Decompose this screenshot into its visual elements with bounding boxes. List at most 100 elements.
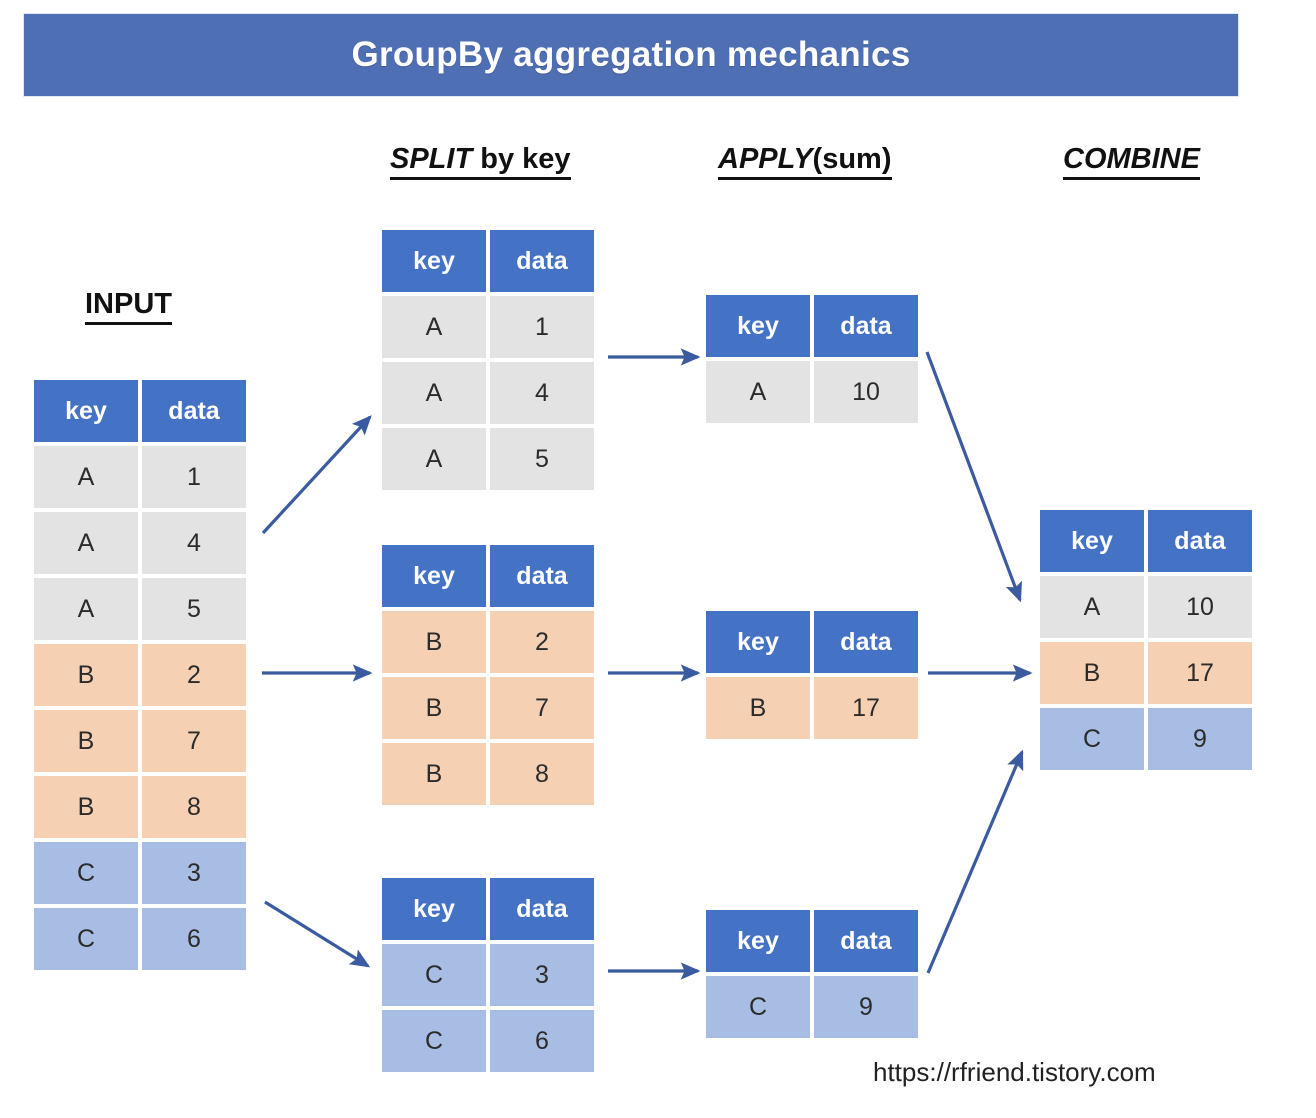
stage-heading-combine: COMBINE bbox=[1063, 143, 1200, 180]
cell-data: 6 bbox=[140, 906, 248, 972]
cell-key: B bbox=[380, 609, 488, 675]
cell-data: 17 bbox=[812, 675, 920, 741]
cell-data: 7 bbox=[140, 708, 248, 774]
title-banner: GroupBy aggregation mechanics bbox=[24, 14, 1238, 96]
cell-data: 6 bbox=[488, 1008, 596, 1074]
cell-key: B bbox=[32, 708, 140, 774]
cell-key: A bbox=[32, 444, 140, 510]
stage-heading-split-rest: by key bbox=[472, 143, 571, 175]
column-header-key: key bbox=[380, 543, 488, 609]
column-header-data: data bbox=[812, 609, 920, 675]
cell-key: B bbox=[1038, 640, 1146, 706]
cell-data: 9 bbox=[1146, 706, 1254, 772]
column-header-key: key bbox=[1038, 508, 1146, 574]
cell-data: 10 bbox=[1146, 574, 1254, 640]
column-header-data: data bbox=[488, 876, 596, 942]
arrow-input-to-split-a bbox=[261, 415, 372, 535]
cell-key: C bbox=[32, 840, 140, 906]
arrow-input-to-split-c bbox=[264, 900, 371, 968]
footer-url: https://rfriend.tistory.com bbox=[873, 1057, 1156, 1087]
column-header-key: key bbox=[380, 228, 488, 294]
stage-heading-combine-emphasis: COMBINE bbox=[1063, 143, 1200, 175]
cell-key: A bbox=[32, 576, 140, 642]
cell-data: 4 bbox=[488, 360, 596, 426]
cell-key: A bbox=[1038, 574, 1146, 640]
column-header-key: key bbox=[704, 609, 812, 675]
stage-heading-input: INPUT bbox=[85, 288, 172, 325]
cell-key: C bbox=[1038, 706, 1146, 772]
cell-key: A bbox=[704, 359, 812, 425]
cell-data: 7 bbox=[488, 675, 596, 741]
column-header-data: data bbox=[812, 908, 920, 974]
column-header-key: key bbox=[380, 876, 488, 942]
arrow-apply-c-to-combine bbox=[926, 749, 1024, 974]
cell-data: 1 bbox=[488, 294, 596, 360]
column-header-data: data bbox=[140, 378, 248, 444]
cell-key: B bbox=[32, 774, 140, 840]
column-header-data: data bbox=[1146, 508, 1254, 574]
cell-data: 10 bbox=[812, 359, 920, 425]
stage-heading-apply: APPLY(sum) bbox=[718, 143, 892, 180]
page-title: GroupBy aggregation mechanics bbox=[351, 35, 911, 74]
cell-data: 8 bbox=[140, 774, 248, 840]
column-header-key: key bbox=[704, 908, 812, 974]
column-header-key: key bbox=[32, 378, 140, 444]
cell-key: C bbox=[704, 974, 812, 1040]
column-header-key: key bbox=[704, 293, 812, 359]
stage-heading-split: SPLIT by key bbox=[390, 143, 571, 180]
cell-data: 4 bbox=[140, 510, 248, 576]
cell-data: 5 bbox=[140, 576, 248, 642]
stage-heading-apply-emphasis: APPLY bbox=[718, 143, 813, 175]
column-header-data: data bbox=[488, 543, 596, 609]
stage-heading-split-emphasis: SPLIT bbox=[390, 143, 473, 175]
cell-data: 8 bbox=[488, 741, 596, 807]
cell-data: 2 bbox=[140, 642, 248, 708]
cell-data: 1 bbox=[140, 444, 248, 510]
cell-key: A bbox=[380, 294, 488, 360]
cell-key: A bbox=[380, 360, 488, 426]
cell-key: B bbox=[380, 741, 488, 807]
cell-key: B bbox=[380, 675, 488, 741]
cell-key: C bbox=[32, 906, 140, 972]
cell-key: A bbox=[32, 510, 140, 576]
cell-data: 17 bbox=[1146, 640, 1254, 706]
cell-data: 9 bbox=[812, 974, 920, 1040]
cell-data: 2 bbox=[488, 609, 596, 675]
cell-key: B bbox=[32, 642, 140, 708]
arrow-apply-a-to-combine bbox=[925, 351, 1023, 603]
column-header-data: data bbox=[812, 293, 920, 359]
